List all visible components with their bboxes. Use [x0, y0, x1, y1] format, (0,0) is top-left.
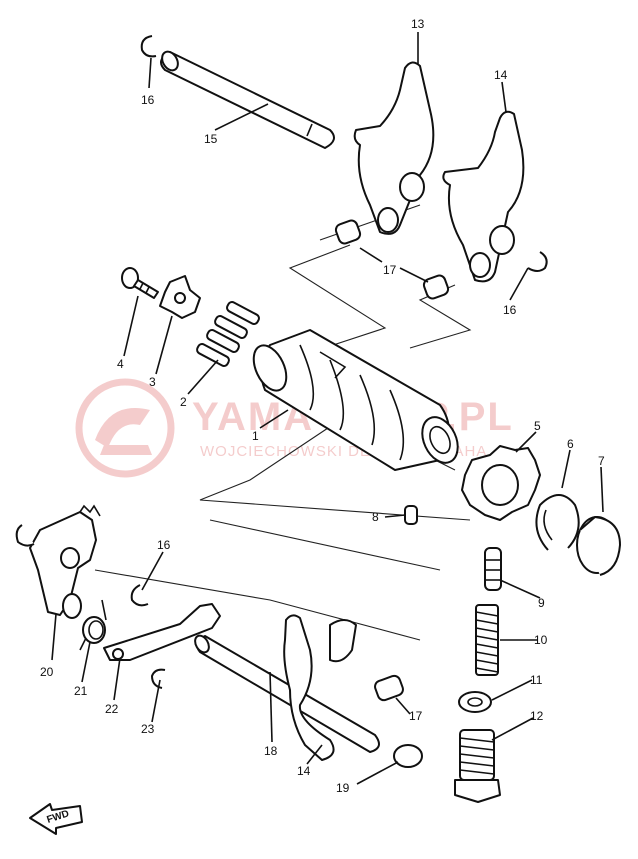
- part-14-shift-fork-lower: [283, 614, 357, 761]
- callout-labels: 13 14 16 15 17 16 4 3 2 1 5 6 7 8 9 10 1…: [40, 17, 605, 795]
- part-8-pin: [404, 505, 418, 525]
- callout-19: 19: [336, 781, 350, 795]
- part-23-circlip: [151, 668, 166, 689]
- callout-1: 1: [252, 429, 259, 443]
- callout-22: 22: [105, 702, 119, 716]
- part-19-end-cap: [393, 744, 423, 768]
- part-16-circlip-top: [140, 35, 157, 58]
- part-7-cap: [576, 516, 621, 576]
- part-4-screw: [121, 267, 159, 299]
- callout-17-lower: 17: [409, 709, 423, 723]
- part-16-circlip-left: [130, 584, 149, 607]
- callout-16-left: 16: [157, 538, 171, 552]
- callout-9: 9: [538, 596, 545, 610]
- callout-21: 21: [74, 684, 88, 698]
- callout-7: 7: [598, 454, 605, 468]
- part-2-pins: [196, 301, 260, 367]
- callout-2: 2: [180, 395, 187, 409]
- part-5-stopper-plate: [461, 445, 541, 521]
- callout-10: 10: [534, 633, 548, 647]
- part-14-shift-fork-upper: [442, 110, 525, 283]
- callout-11: 11: [530, 673, 543, 687]
- part-21-spring: [79, 599, 107, 651]
- callout-5: 5: [534, 419, 541, 433]
- part-3-segment: [159, 275, 201, 319]
- part-17-guide-pin-3: [374, 674, 404, 702]
- callout-23: 23: [141, 722, 155, 736]
- part-16-circlip-right: [527, 251, 548, 272]
- part-13-shift-fork: [353, 61, 435, 235]
- callout-3: 3: [149, 375, 156, 389]
- callout-17-upper: 17: [383, 263, 397, 277]
- part-17-guide-pin-1: [334, 219, 362, 245]
- callout-16-top: 16: [141, 93, 155, 107]
- watermark-logo-icon: [75, 378, 175, 478]
- part-15-shift-shaft: [160, 50, 335, 149]
- fwd-arrow-icon: FWD: [29, 803, 83, 835]
- part-20-shift-lever: [15, 504, 101, 619]
- part-11-washer: [458, 691, 492, 713]
- callout-14-lower: 14: [297, 764, 311, 778]
- part-22-shift-arm: [103, 603, 221, 661]
- part-1-shift-cam: [252, 329, 459, 471]
- part-18-shift-shaft: [194, 634, 380, 753]
- callout-20: 20: [40, 665, 54, 679]
- callout-14-upper: 14: [494, 68, 508, 82]
- part-9-plunger: [484, 547, 502, 591]
- callout-18: 18: [264, 744, 278, 758]
- callout-15: 15: [204, 132, 218, 146]
- callout-leaders: [51, 32, 604, 785]
- part-6-circlip: [535, 494, 580, 551]
- part-10-spring: [475, 604, 499, 676]
- part-17-guide-pin-2: [422, 274, 450, 300]
- callout-13: 13: [411, 17, 425, 31]
- part-12-plug-bolt: [454, 729, 501, 803]
- callout-12: 12: [530, 709, 544, 723]
- callout-6: 6: [567, 437, 574, 451]
- callout-16-right: 16: [503, 303, 517, 317]
- callout-4: 4: [117, 357, 124, 371]
- callout-8: 8: [372, 510, 379, 524]
